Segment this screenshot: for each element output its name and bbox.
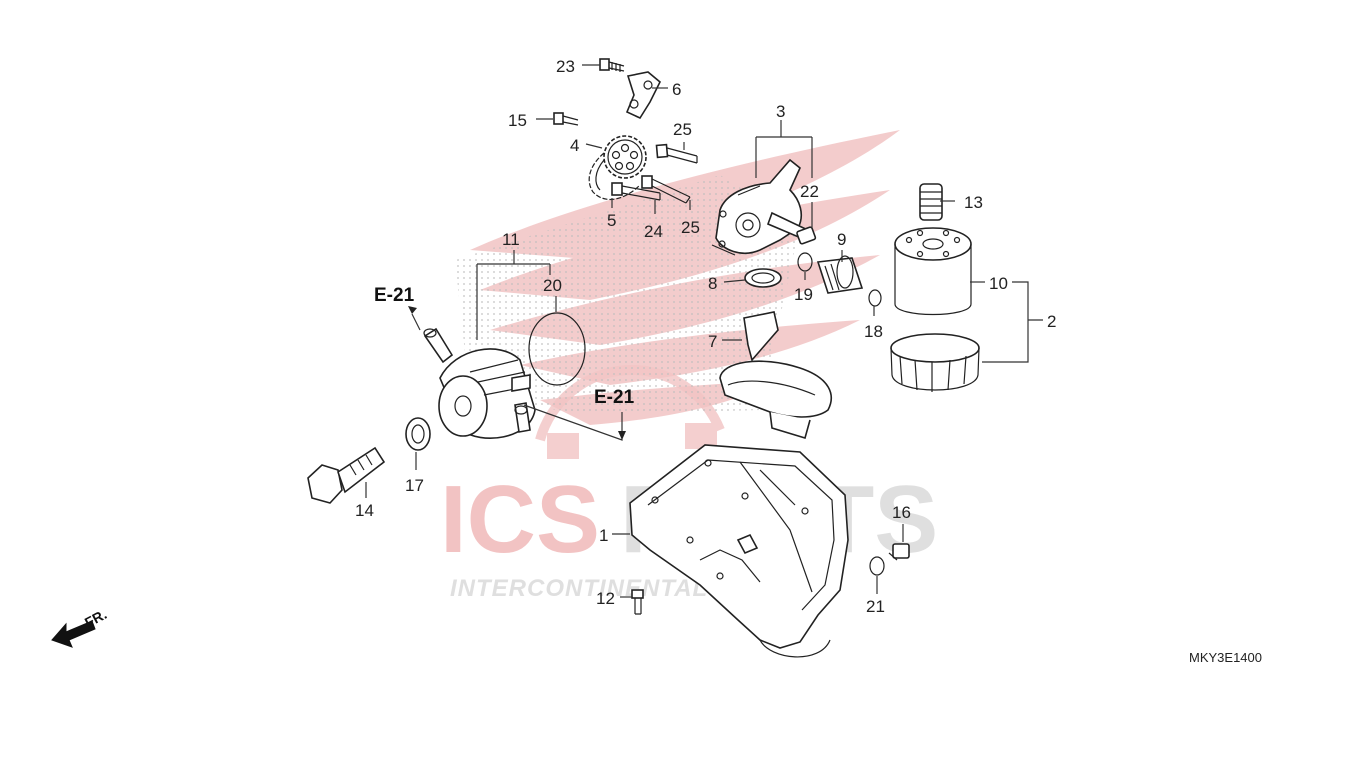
bolt-14 xyxy=(307,446,386,504)
callout-20: 20 xyxy=(543,276,562,295)
oring-20 xyxy=(528,312,586,386)
reference-e21-left: E-21 xyxy=(374,285,415,306)
callout-5: 5 xyxy=(607,211,616,230)
callout-23: 23 xyxy=(556,57,575,76)
oring-18 xyxy=(868,289,882,307)
leader-lines xyxy=(365,64,1043,598)
bolt-12 xyxy=(631,589,644,615)
callout-7: 7 xyxy=(708,332,717,351)
callout-2: 2 xyxy=(1047,312,1056,331)
callout-25-bottom: 25 xyxy=(681,218,700,237)
callout-4: 4 xyxy=(570,136,579,155)
oring-19 xyxy=(797,252,813,272)
callout-12: 12 xyxy=(596,589,615,608)
pin-22 xyxy=(796,226,817,245)
oil-filter-10 xyxy=(894,227,972,316)
callout-1: 1 xyxy=(599,526,608,545)
front-arrow-indicator: FR. xyxy=(51,606,109,648)
callout-19: 19 xyxy=(794,285,813,304)
washer-21 xyxy=(869,556,885,576)
front-arrow-icon xyxy=(51,620,96,648)
washer-17 xyxy=(405,417,431,451)
oil-cooler-11 xyxy=(423,327,536,439)
callout-14: 14 xyxy=(355,501,374,520)
callout-labels: 23 6 15 4 5 25 24 25 3 22 9 8 19 18 7 13… xyxy=(355,57,1056,616)
bolt-23 xyxy=(599,58,625,72)
watermark-brand-left: ICS xyxy=(440,466,600,573)
callout-10: 10 xyxy=(989,274,1008,293)
drawing-code: MKY3E1400 xyxy=(1189,650,1262,665)
valve-9 xyxy=(816,255,864,294)
seal-8 xyxy=(744,268,782,288)
callout-24: 24 xyxy=(644,222,663,241)
callout-22: 22 xyxy=(800,182,819,201)
bolt-15 xyxy=(553,112,579,126)
callout-15: 15 xyxy=(508,111,527,130)
callout-21: 21 xyxy=(866,597,885,616)
callout-16: 16 xyxy=(892,503,911,522)
callout-11: 11 xyxy=(502,230,520,249)
bolt-25-a xyxy=(655,143,698,164)
callout-25-top: 25 xyxy=(673,120,692,139)
filter-case xyxy=(890,333,980,392)
callout-18: 18 xyxy=(864,322,883,341)
callout-17: 17 xyxy=(405,476,424,495)
dotted-shade xyxy=(455,175,800,415)
callout-8: 8 xyxy=(708,274,717,293)
oil-pan-1 xyxy=(629,444,849,658)
callout-9: 9 xyxy=(837,230,846,249)
sprocket-4 xyxy=(603,135,647,179)
bolt-13 xyxy=(919,183,943,221)
strainer-7 xyxy=(719,311,832,440)
callout-13: 13 xyxy=(964,193,983,212)
chain-5 xyxy=(588,152,641,201)
bracket-6 xyxy=(625,71,661,120)
plug-16 xyxy=(888,543,910,561)
callout-6: 6 xyxy=(672,80,681,99)
bolt-24 xyxy=(611,182,661,201)
callout-3: 3 xyxy=(776,102,785,121)
bolt-25-b xyxy=(641,175,691,204)
reference-e21-center: E-21 xyxy=(594,387,635,408)
